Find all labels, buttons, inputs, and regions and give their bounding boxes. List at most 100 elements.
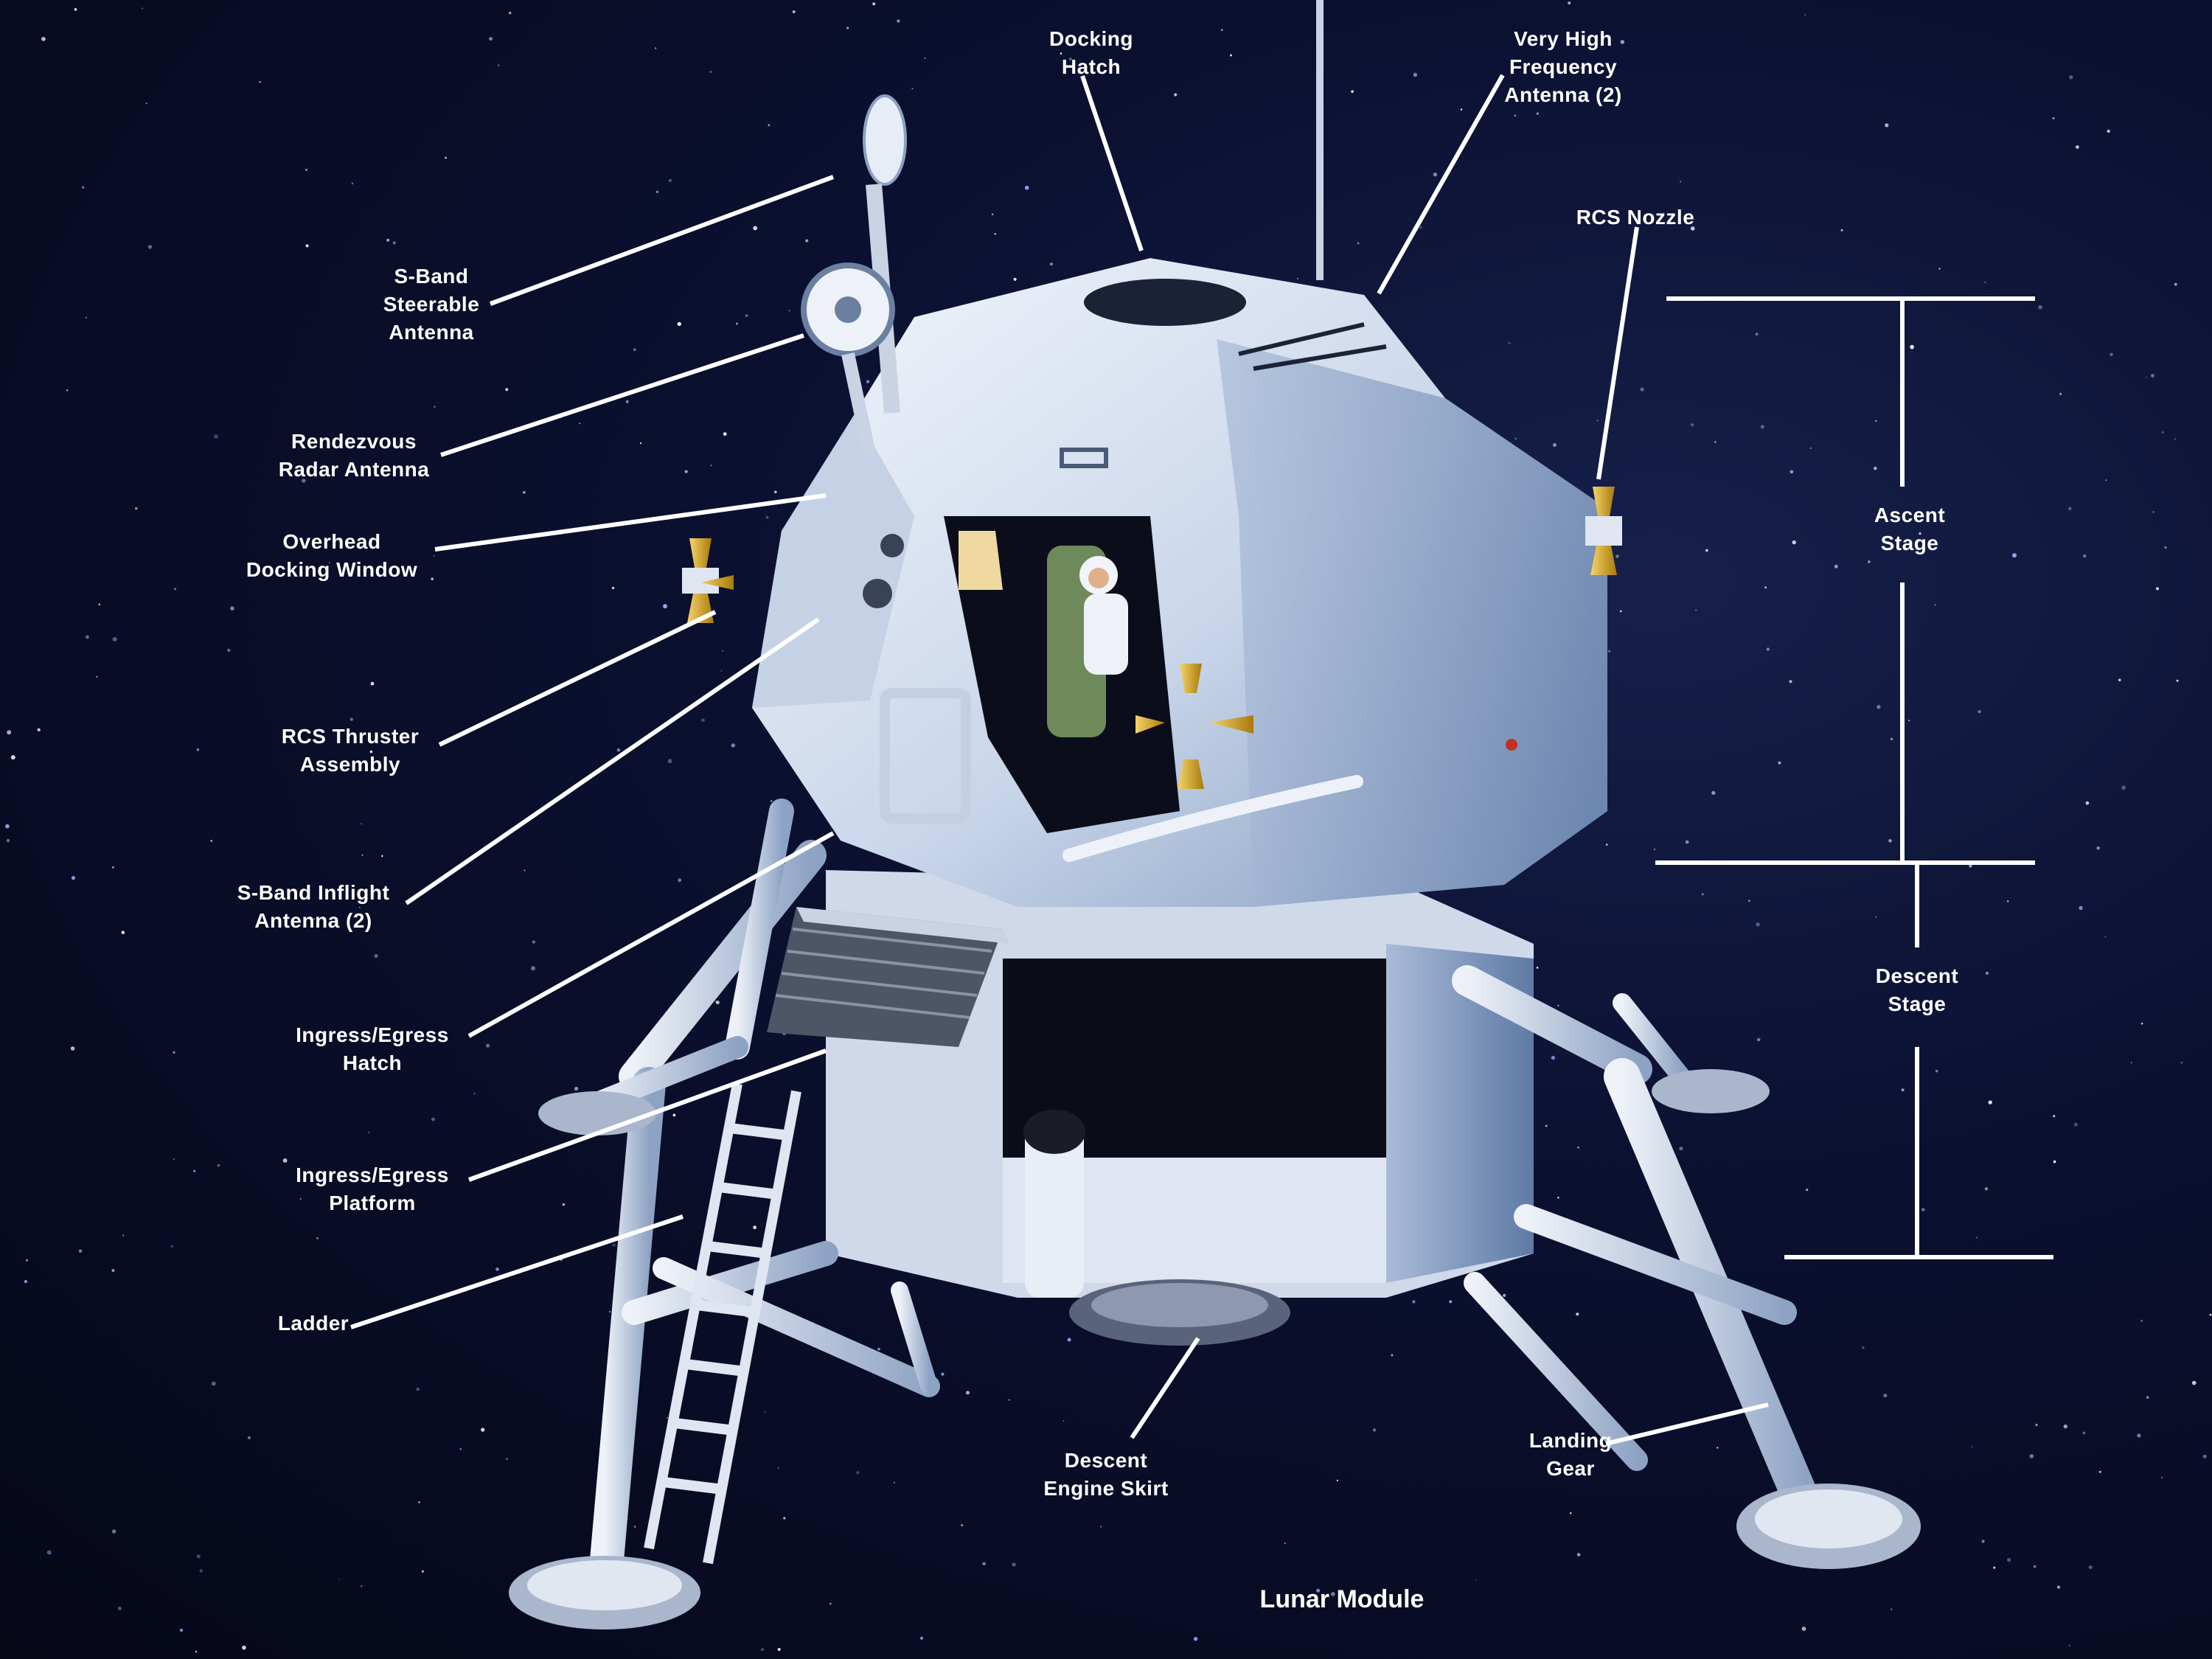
label-ladder: Ladder (277, 1312, 349, 1335)
star (135, 507, 138, 510)
star (1921, 1208, 1925, 1211)
rcs-thruster-art (682, 487, 1622, 789)
star (731, 743, 735, 748)
star (370, 681, 375, 686)
star (1908, 720, 1910, 722)
star (6, 838, 10, 843)
star (609, 1311, 611, 1312)
ascent-stage-body (752, 258, 1607, 907)
star (523, 491, 526, 494)
star (1888, 839, 1892, 843)
star (2059, 392, 2062, 395)
star (122, 1234, 125, 1237)
star (2068, 1644, 2070, 1646)
star (1976, 1237, 1978, 1239)
star (1576, 1553, 1581, 1557)
star (1460, 108, 1463, 111)
star (2161, 1477, 2163, 1478)
star (2137, 1433, 2141, 1438)
star (392, 241, 396, 245)
star (1069, 58, 1072, 60)
star (1608, 650, 1611, 653)
star (846, 27, 849, 29)
star (2156, 587, 2159, 591)
star (654, 47, 657, 49)
star (1890, 1608, 1893, 1610)
star (612, 1243, 616, 1247)
star (1971, 1446, 1973, 1448)
star (1789, 680, 1792, 684)
star (1049, 262, 1053, 266)
star (1508, 341, 1511, 344)
star (1536, 967, 1539, 969)
star (2176, 679, 2179, 682)
star (71, 876, 76, 880)
star (1412, 1300, 1416, 1304)
star (765, 515, 769, 519)
star (1449, 1300, 1453, 1304)
star (2038, 305, 2042, 310)
star (431, 577, 434, 581)
star (112, 866, 114, 869)
star (1620, 40, 1624, 44)
star (1551, 1055, 1556, 1060)
star (70, 1046, 75, 1051)
star (7, 730, 12, 735)
star (2146, 1396, 2149, 1399)
star (2083, 554, 2087, 558)
star (173, 1051, 175, 1054)
star (877, 1347, 880, 1351)
star (1503, 1293, 1506, 1297)
star (715, 1001, 720, 1005)
star (678, 878, 682, 883)
footpads (509, 1069, 1921, 1630)
star (1705, 549, 1708, 552)
star (2035, 1423, 2038, 1427)
star (1868, 560, 1871, 563)
star (1901, 1088, 1905, 1092)
star (965, 1391, 970, 1395)
star (5, 824, 10, 829)
star (2152, 510, 2155, 513)
star (473, 1092, 476, 1095)
star (777, 1467, 779, 1469)
star (2012, 553, 2017, 558)
star (1391, 1354, 1394, 1357)
star (1935, 1069, 1938, 1073)
star (1695, 609, 1697, 611)
star (745, 314, 748, 317)
star (2007, 1557, 2011, 1562)
star (2088, 1565, 2093, 1570)
star (1174, 93, 1178, 97)
star (196, 748, 200, 751)
star (524, 869, 526, 872)
star (663, 604, 667, 609)
star (1701, 893, 1704, 896)
star (10, 755, 15, 760)
star (1986, 972, 1989, 975)
star (672, 1113, 676, 1117)
star (1230, 54, 1232, 57)
star (1685, 840, 1689, 844)
star (227, 648, 231, 653)
star (764, 1411, 766, 1413)
star (2076, 145, 2079, 149)
diagram-title: Lunar Module (1259, 1585, 1425, 1613)
star (1536, 112, 1539, 115)
star (506, 1458, 508, 1461)
star (486, 1043, 490, 1048)
star (625, 400, 629, 403)
star (242, 1645, 246, 1650)
star (196, 1554, 201, 1559)
star (2202, 1454, 2207, 1458)
star (37, 728, 41, 731)
star (1514, 437, 1517, 440)
star (1553, 443, 1557, 447)
star (579, 422, 581, 425)
star (1801, 1627, 1806, 1631)
